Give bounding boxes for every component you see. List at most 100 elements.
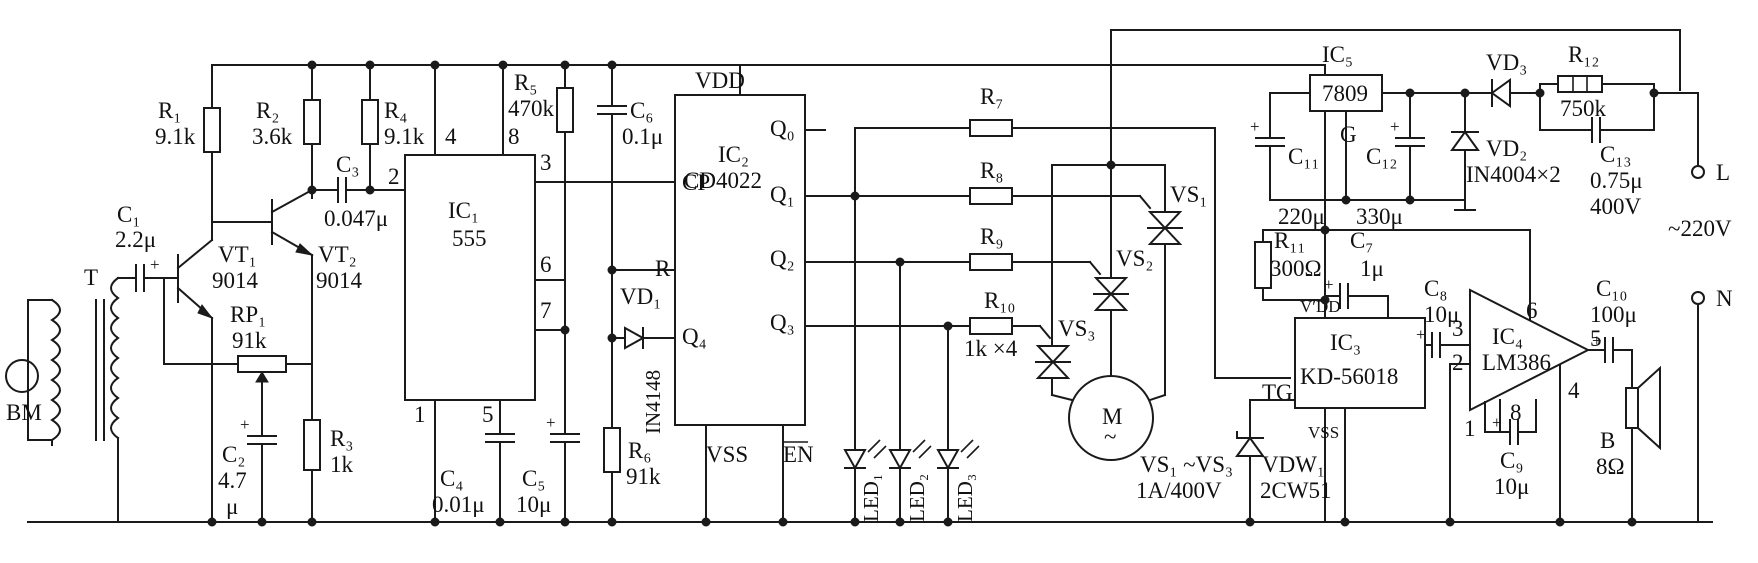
c2-value: 4.7 [218, 468, 247, 493]
power-rails [27, 29, 1701, 523]
r12-value: 750k [1560, 96, 1607, 121]
rp1-label: RP₁ [230, 302, 266, 327]
r1-label: R₁ [158, 98, 181, 123]
ic4-pin1: 1 [1464, 416, 1476, 441]
resistor-R8: R₈ [969, 158, 1152, 210]
ic2-q1: Q₁ [770, 182, 795, 207]
ic4-value: LM386 [1482, 350, 1551, 375]
ic4-pin2: 2 [1452, 350, 1464, 375]
capacitor-C8: + C₈ 10μ [1416, 276, 1471, 358]
ic5-label: IC₅ [1322, 42, 1353, 67]
resistor-R9: R₉ [969, 224, 1102, 276]
ic4-pin8: 8 [1510, 400, 1522, 425]
resistor-R12: R₁₂ 750k [1539, 42, 1655, 131]
potentiometer-RP1: RP₁ 91k [163, 277, 313, 389]
c5-polarity: + [546, 413, 556, 432]
c5-label: C₅ [522, 466, 545, 491]
vd2-label: VD₂ [1486, 136, 1527, 161]
diode-VD1: VD₁ IN4148 [607, 265, 676, 434]
resistor-R2: R₂ 3.6k [252, 64, 321, 199]
capacitor-C5: + C₅ 10μ [516, 413, 580, 523]
c13-label: C₁₃ [1600, 142, 1631, 167]
c12-value: 330μ [1356, 204, 1403, 229]
r2-label: R₂ [256, 98, 279, 123]
r5-label: R₅ [514, 70, 537, 95]
ic1-pin4: 4 [445, 124, 457, 149]
led-LED1: LED₁ [843, 439, 887, 523]
c2-label: C₂ [222, 442, 245, 467]
c3-label: C₃ [336, 152, 359, 177]
vd1-value: IN4148 [641, 370, 665, 434]
rail-junctions [207, 60, 1637, 527]
motor-symbol: ~ [1104, 424, 1116, 449]
vs2-label: VS₂ [1116, 246, 1153, 271]
capacitor-C11: + C₁₁ 220μ [1250, 92, 1325, 229]
ic1-555: IC₁ 555 4 8 2 3 6 7 1 5 [388, 64, 676, 523]
led2-label: LED₂ [905, 474, 929, 522]
vt1-value: 9014 [212, 268, 259, 293]
ic3-label: IC₃ [1330, 330, 1361, 355]
capacitor-C10: + C₁₀ 100μ [1587, 276, 1637, 363]
c11-polarity: + [1250, 117, 1260, 136]
ic3-vdd: V′DD [1300, 297, 1341, 316]
ic3-vss: VSS [1308, 423, 1339, 442]
capacitor-C13: C₁₃ 0.75μ 400V [1535, 88, 1659, 219]
r6-label: R₆ [628, 438, 651, 463]
vt2-label: VT₂ [318, 242, 357, 267]
led-LED3: LED₃ [936, 439, 980, 523]
c9-value: 10μ [1494, 474, 1529, 499]
ic2-label: IC₂ [718, 142, 749, 167]
c3-value: 0.047μ [324, 206, 388, 231]
c2-polarity: + [240, 415, 250, 434]
c8-polarity: + [1416, 325, 1426, 344]
ic1-pin8: 8 [508, 124, 520, 149]
r10-value: 1k ×4 [964, 336, 1018, 361]
triac-VS2: VS₂ [1093, 246, 1153, 311]
transformer-label: T [84, 265, 98, 290]
led-LED2: LED₂ [888, 439, 932, 523]
ic2-vdd: VDD [695, 68, 745, 93]
vs3-label: VS₃ [1058, 316, 1095, 341]
c2-unit: μ [226, 494, 238, 519]
r3-label: R₃ [330, 426, 353, 451]
vd3-label: VD₃ [1486, 50, 1527, 75]
mains-n: N [1716, 286, 1733, 311]
c13-rating: 400V [1590, 194, 1642, 219]
c1-value: 2.2μ [115, 227, 156, 252]
zener-VDW1: VDW₁ 2CW51 [1235, 399, 1332, 523]
triac-VS3: VS₃ [1035, 316, 1095, 379]
r11-value: 300Ω [1270, 256, 1322, 281]
ic2-en: EN [783, 442, 814, 467]
resistor-R1: R₁ 9.1k [155, 98, 221, 153]
vs1-label: VS₁ [1170, 182, 1207, 207]
resistor-R3: R₃ 1k [303, 419, 354, 477]
r1-value: 9.1k [155, 124, 196, 149]
r8-label: R₈ [980, 158, 1003, 183]
diode-VD2: VD₂ IN4004×2 [1450, 88, 1561, 211]
ic4-pin3: 3 [1452, 316, 1464, 341]
mains-input: L ~220V N [1653, 92, 1733, 523]
ic2-q4: Q₄ [682, 324, 707, 349]
resistor-R11: R₁₁ 300Ω [1254, 225, 1330, 301]
transformer-T: T [50, 265, 120, 523]
ic2-cd4022: VDD IC₂ CD4022 Q₀ CP R Q₄ Q₁ Q₂ Q₃ VSS E… [655, 64, 826, 523]
ic2-r: R [655, 256, 671, 281]
speaker-B: B 8Ω [1596, 349, 1661, 523]
r3-value: 1k [330, 452, 354, 477]
ic4-pin5: 5 [1590, 326, 1602, 351]
ic2-q0: Q₀ [770, 116, 795, 141]
ic2-q3: Q₃ [770, 310, 795, 335]
c10-value: 100μ [1590, 302, 1637, 327]
r4-value: 9.1k [384, 124, 425, 149]
resistor-R5: R₅ 470k [508, 64, 574, 435]
resistor-R4: R₄ 9.1k [361, 64, 425, 191]
vdw1-label: VDW₁ [1262, 452, 1325, 477]
c9-polarity: + [1492, 413, 1502, 432]
c12-polarity: + [1390, 117, 1400, 136]
ic1-pin6: 6 [540, 252, 552, 277]
c11-label: C₁₁ [1288, 144, 1319, 169]
vdw1-value: 2CW51 [1260, 478, 1332, 503]
ic5-value: 7809 [1322, 81, 1368, 106]
r11-label: R₁₁ [1274, 228, 1305, 253]
vs-range: VS₁ ~VS₃ [1140, 452, 1233, 477]
